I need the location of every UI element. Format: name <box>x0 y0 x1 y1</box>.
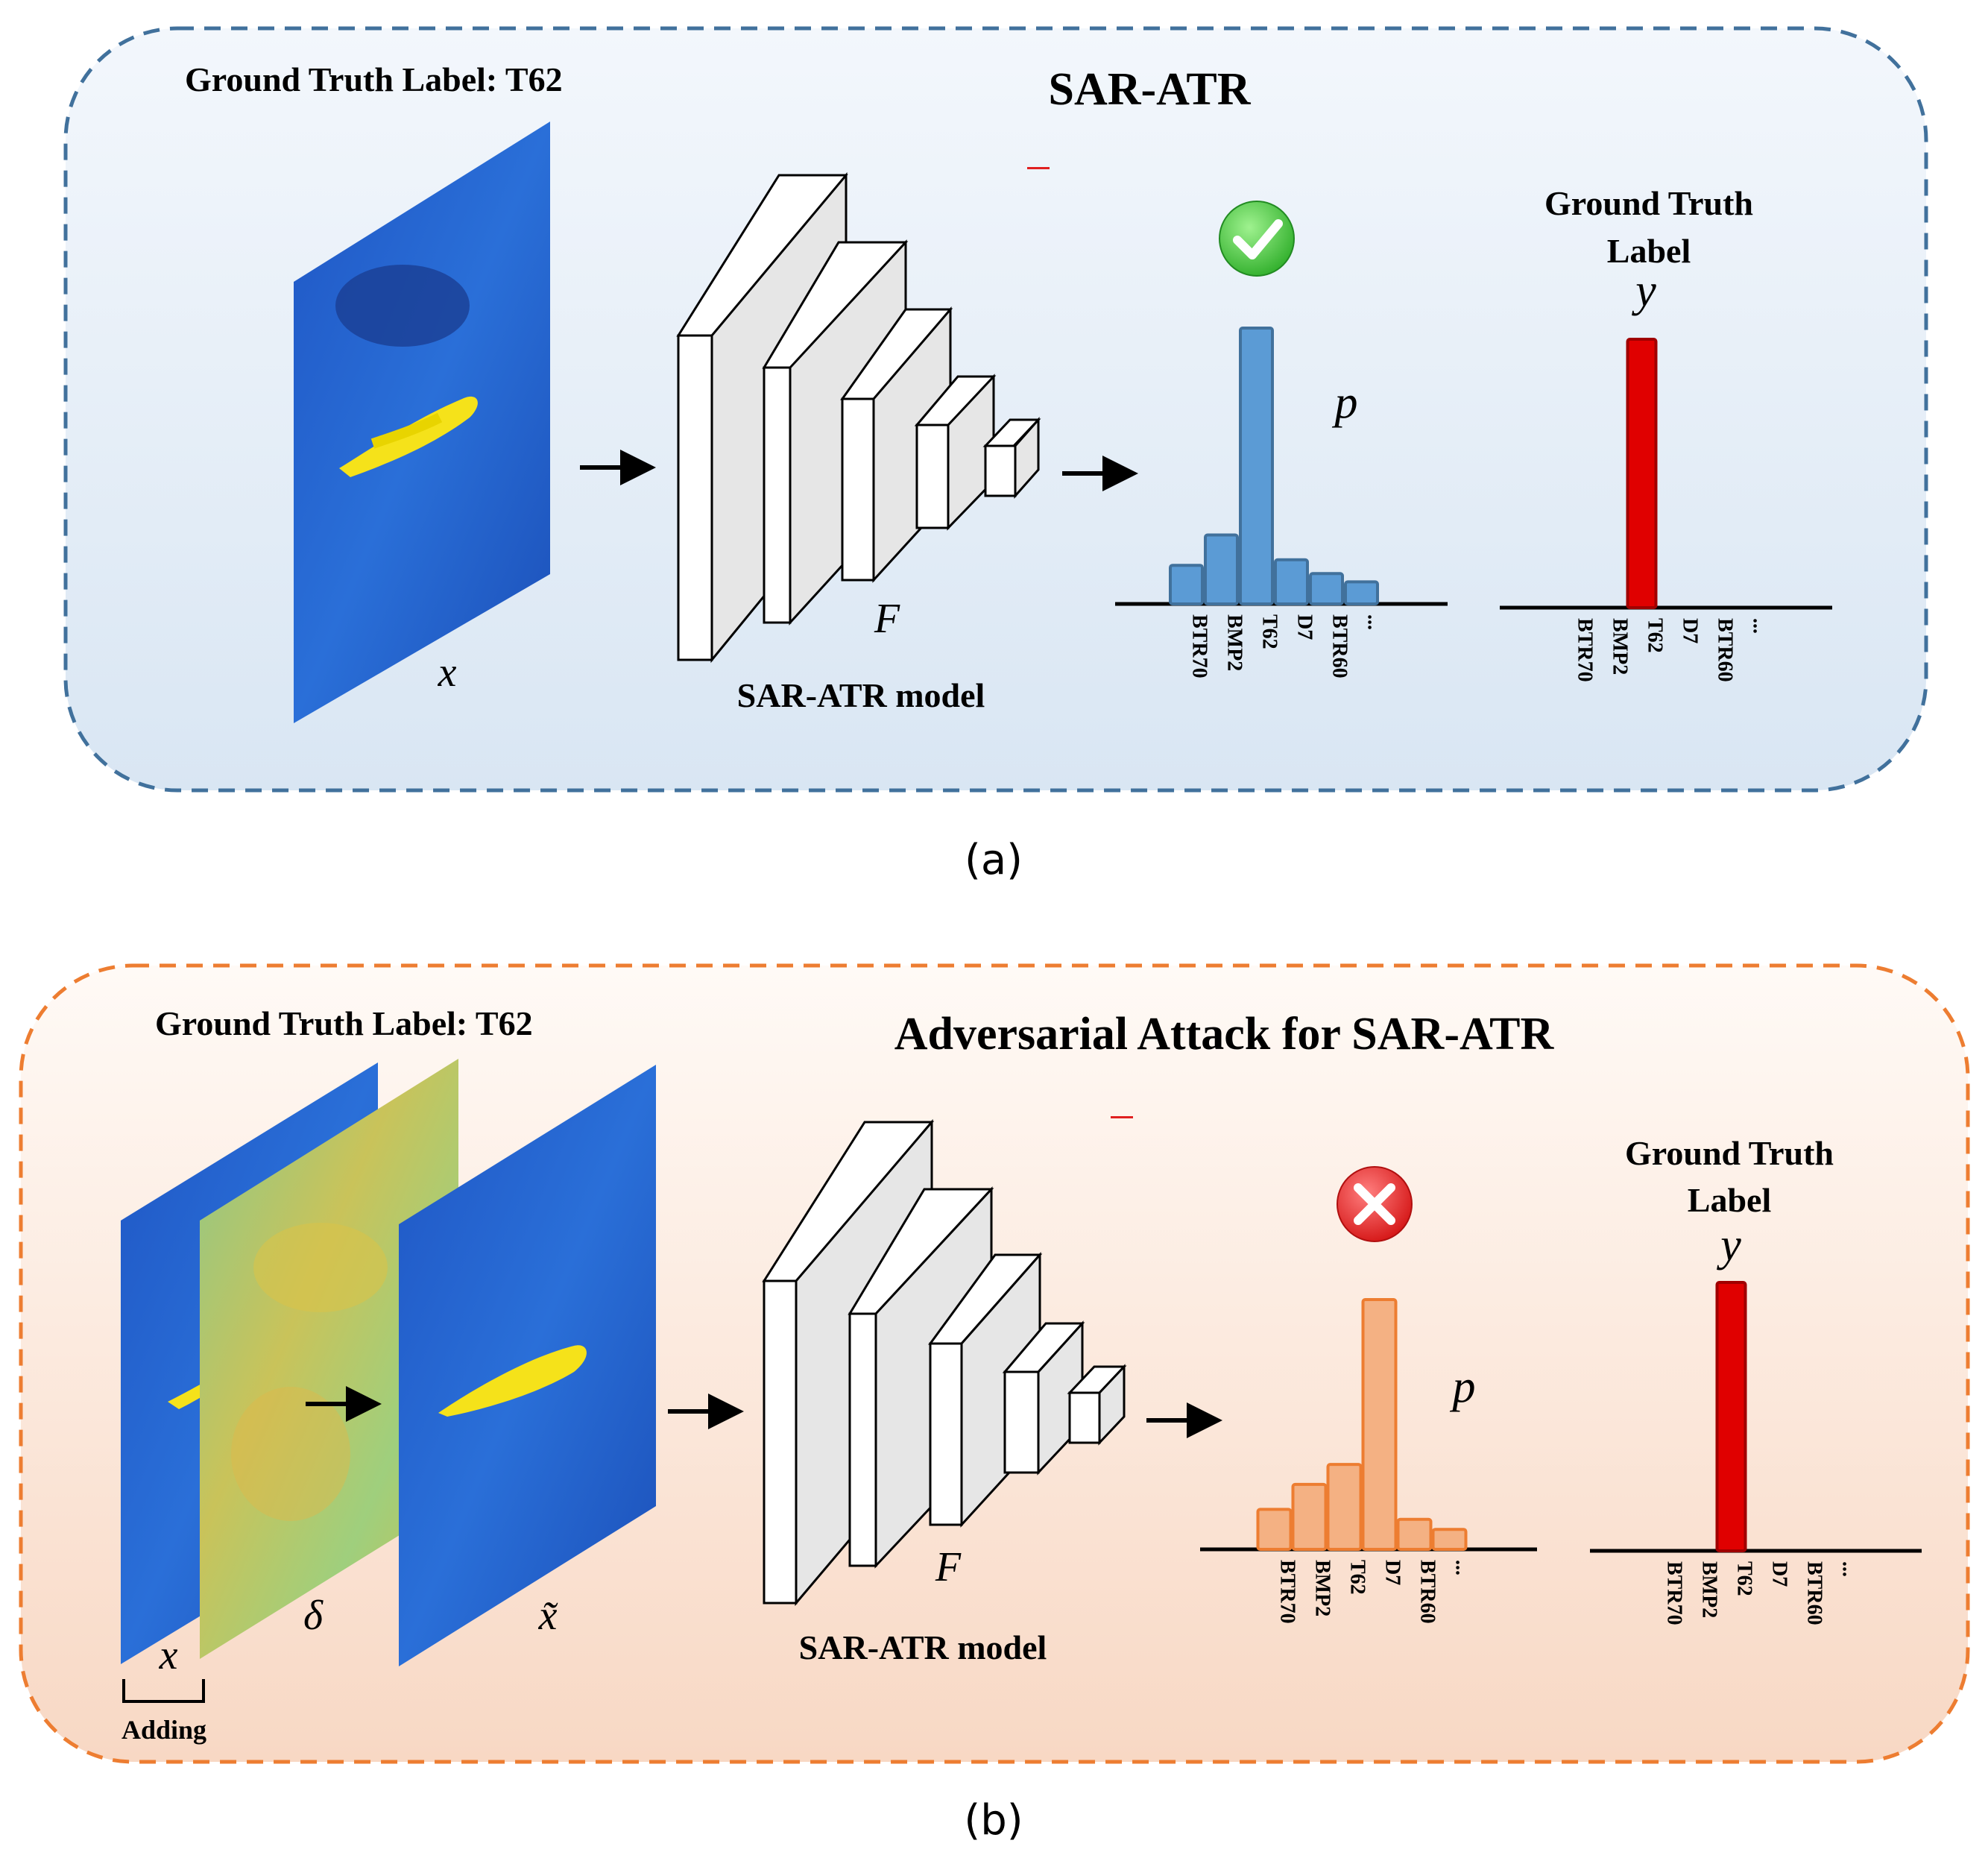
tick-label-2: T62 <box>1346 1560 1369 1595</box>
pred-symbol-b: p <box>1450 1361 1476 1412</box>
model-label: SAR-ATR model <box>737 676 985 714</box>
gt-title-line1: Ground Truth <box>1544 184 1753 222</box>
ground-truth-chart-a: BTR70 BMP2 T62 D7 BTR60... <box>1500 338 1832 682</box>
check-icon <box>1219 201 1295 277</box>
tick-label-3: D7 <box>1768 1561 1791 1587</box>
tick-label-5: ... <box>1838 1561 1861 1577</box>
caption-b: (b) <box>964 1796 1023 1845</box>
bar-D7 <box>1361 1298 1398 1551</box>
gt-title-line2-b: Label <box>1688 1181 1771 1219</box>
bar-BMP2 <box>1291 1482 1328 1552</box>
panel-b: Ground Truth Label: T62 Adversarial Atta… <box>19 963 1970 1764</box>
tick-label-1: BMP2 <box>1223 614 1246 671</box>
conv-block-5 <box>982 417 1041 499</box>
tick-label-5: ... <box>1451 1560 1474 1575</box>
red-mark <box>1027 167 1050 169</box>
caption-a: (a) <box>965 836 1023 884</box>
bar-... <box>1431 1528 1468 1551</box>
bar-BTR60 <box>1309 572 1344 605</box>
tick-label-0: BTR70 <box>1574 618 1597 682</box>
conv-block-b3 <box>928 1252 1043 1528</box>
model-label-b: SAR-ATR model <box>799 1628 1047 1666</box>
panel-b-title: Adversarial Attack for SAR-ATR <box>894 1009 1555 1059</box>
bar-BTR60 <box>1396 1517 1433 1552</box>
input-symbol: x <box>438 649 457 696</box>
bar-T62 <box>1239 327 1274 605</box>
cnn-model-blocks <box>676 171 1041 664</box>
gt-symbol-b: y <box>1716 1220 1741 1270</box>
adversarial-image <box>399 1065 656 1666</box>
bar-BTR70 <box>1169 564 1204 606</box>
gt-title-line1-b: Ground Truth <box>1625 1134 1834 1172</box>
panel-b-gt-header: Ground Truth Label: T62 <box>155 1004 533 1042</box>
tick-label-4: BTR60 <box>1416 1560 1439 1624</box>
conv-block-b5 <box>1067 1364 1127 1446</box>
tick-label-4: BTR60 <box>1328 614 1351 678</box>
red-mark-b <box>1111 1116 1133 1118</box>
tick-label-4: BTR60 <box>1803 1561 1826 1625</box>
tick-label-3: D7 <box>1293 614 1316 640</box>
tick-label-4: BTR60 <box>1714 618 1737 682</box>
tick-label-2: T62 <box>1644 618 1667 653</box>
perturb-symbol: δ <box>303 1593 324 1639</box>
adv-symbol: x̃ <box>538 1593 559 1639</box>
bar-... <box>1344 580 1379 606</box>
bar-BMP2 <box>1204 533 1239 605</box>
sar-input-image <box>294 122 550 723</box>
tick-label-1: BMP2 <box>1698 1561 1721 1618</box>
tick-label-5: ... <box>1363 614 1386 630</box>
gt-symbol: y <box>1631 265 1656 316</box>
model-symbol: F <box>874 596 900 642</box>
bar-T62 <box>1626 338 1658 609</box>
tick-label-2: T62 <box>1258 614 1281 649</box>
panel-a-title: SAR-ATR <box>1049 64 1252 115</box>
pred-symbol: p <box>1332 377 1358 428</box>
panel-a: Ground Truth Label: T62 SAR-ATR x F SAR-… <box>63 26 1928 793</box>
tick-label-1: BMP2 <box>1609 618 1632 675</box>
tick-label-3: D7 <box>1381 1560 1404 1585</box>
prediction-chart-clean: BTR70 BMP2 T62 D7 BTR60... <box>1115 327 1448 678</box>
bar-D7 <box>1274 558 1309 605</box>
ground-truth-chart-b: BTR70 BMP2 T62 D7 BTR60... <box>1590 1281 1922 1625</box>
conv-block-4 <box>914 374 997 531</box>
model-symbol-b: F <box>935 1544 962 1590</box>
tick-label-0: BTR70 <box>1188 614 1211 678</box>
tick-label-2: T62 <box>1733 1561 1756 1596</box>
adding-bracket <box>122 1679 205 1703</box>
cnn-model-blocks-b <box>762 1118 1127 1607</box>
bar-T62 <box>1326 1463 1363 1551</box>
tick-label-0: BTR70 <box>1276 1560 1299 1624</box>
tick-label-1: BMP2 <box>1311 1560 1334 1616</box>
panel-a-gt-header: Ground Truth Label: T62 <box>185 60 563 98</box>
bar-BTR70 <box>1256 1508 1293 1552</box>
prediction-chart-adversarial: BTR70 BMP2 T62 D7 BTR60... <box>1200 1298 1537 1624</box>
bar-T62 <box>1715 1281 1747 1552</box>
tick-label-0: BTR70 <box>1663 1561 1686 1625</box>
input-symbol-b: x <box>159 1632 178 1678</box>
cross-icon <box>1337 1166 1413 1242</box>
adding-label: Adding <box>122 1715 206 1745</box>
tick-label-5: ... <box>1749 618 1772 634</box>
tick-label-3: D7 <box>1679 618 1702 643</box>
perturbation-image <box>200 1059 458 1659</box>
gt-title-line2: Label <box>1607 232 1691 270</box>
